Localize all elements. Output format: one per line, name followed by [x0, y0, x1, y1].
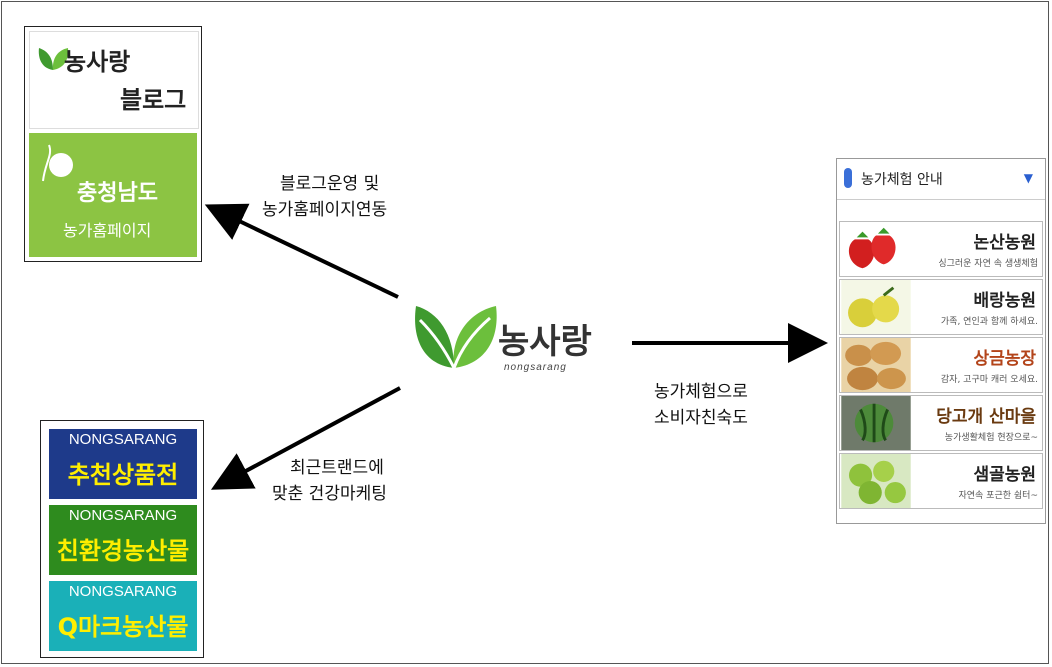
farm-item[interactable]: 논산농원 싱그러운 자연 속 생생체험	[839, 221, 1043, 277]
banner-brand: NONGSARANG	[68, 507, 178, 524]
region-label: 충청남도	[77, 181, 158, 206]
pill-icon	[844, 168, 852, 188]
farm-item[interactable]: 샘골농원 자연속 포근한 쉼터~	[839, 453, 1043, 509]
banner-title: 친환경농산물	[56, 537, 190, 565]
leaf-logo-icon	[415, 306, 497, 369]
banner-brand: NONGSARANG	[68, 583, 178, 600]
farm-desc: 싱그러운 자연 속 생생체험	[938, 259, 1038, 269]
banner-title: Q마크농산물	[57, 613, 189, 641]
farm-name: 논산농원	[973, 233, 1036, 253]
product-banner-box: NONGSARANG 추천상품전 NONGSARANG 친환경농산물 NONGS…	[40, 420, 204, 658]
plum-icon	[841, 454, 911, 508]
dropdown-arrow-icon[interactable]: ▼	[1023, 171, 1033, 185]
homepage-label: 농가홈페이지	[63, 221, 152, 240]
potato-icon	[841, 338, 911, 392]
experience-label-line1: 농가체험으로	[654, 382, 748, 402]
blog-logo-panel: 농사랑 블로그	[29, 31, 199, 129]
center-logo-text: 농사랑	[498, 322, 592, 362]
center-logo-subtitle: nongsarang	[504, 362, 567, 373]
blog-label-line2: 농가홈페이지연동	[262, 200, 388, 220]
blog-label-line1: 블로그운영 및	[280, 174, 380, 194]
farm-experience-panel: 농가체험 안내 ▼ 논산농원 싱그러운 자연 속 생생체험 배랑농원 가족, 연…	[836, 158, 1046, 524]
person-icon	[42, 144, 73, 182]
farm-desc: 농가생활체험 현장으로~	[944, 433, 1038, 443]
arrow-to-blog	[204, 203, 399, 299]
blog-logo-text: 농사랑	[64, 47, 131, 76]
farm-name: 샘골농원	[973, 465, 1036, 485]
banner-recommended: NONGSARANG 추천상품전	[49, 429, 197, 499]
marketing-label-line1: 최근트랜드에	[290, 458, 384, 478]
banner-title: 추천상품전	[67, 461, 179, 489]
farm-item[interactable]: 당고개 산마을 농가생활체험 현장으로~	[839, 395, 1043, 451]
marketing-label-line2: 맞춘 건강마케팅	[272, 484, 387, 504]
banner-qmark: NONGSARANG Q마크농산물	[49, 581, 197, 651]
strawberry-icon	[841, 222, 911, 276]
arrow-to-products	[210, 386, 401, 490]
panel-header: 농가체험 안내 ▼	[837, 159, 1045, 200]
farm-desc: 자연속 포근한 쉼터~	[958, 491, 1038, 501]
farm-name: 상금농장	[973, 349, 1036, 369]
panel-title: 농가체험 안내	[861, 172, 943, 188]
farm-item[interactable]: 상금농장 감자, 고구마 캐러 오세요.	[839, 337, 1043, 393]
watermelon-icon	[841, 396, 911, 450]
farm-desc: 감자, 고구마 캐러 오세요.	[940, 375, 1038, 385]
pear-icon	[841, 280, 911, 334]
farm-desc: 가족, 연인과 함께 하세요.	[940, 317, 1038, 327]
experience-label-line2: 소비자친숙도	[654, 408, 748, 428]
farm-name: 배랑농원	[973, 291, 1036, 311]
banner-eco: NONGSARANG 친환경농산물	[49, 505, 197, 575]
farm-name: 당고개 산마을	[936, 407, 1036, 427]
homepage-panel: 충청남도 농가홈페이지	[29, 133, 197, 257]
banner-brand: NONGSARANG	[68, 431, 178, 448]
farm-item[interactable]: 배랑농원 가족, 연인과 함께 하세요.	[839, 279, 1043, 335]
blog-label: 블로그	[120, 85, 187, 114]
sprout-icon	[38, 48, 69, 70]
blog-homepage-box: 농사랑 블로그 충청남도 농가홈페이지	[24, 26, 202, 262]
